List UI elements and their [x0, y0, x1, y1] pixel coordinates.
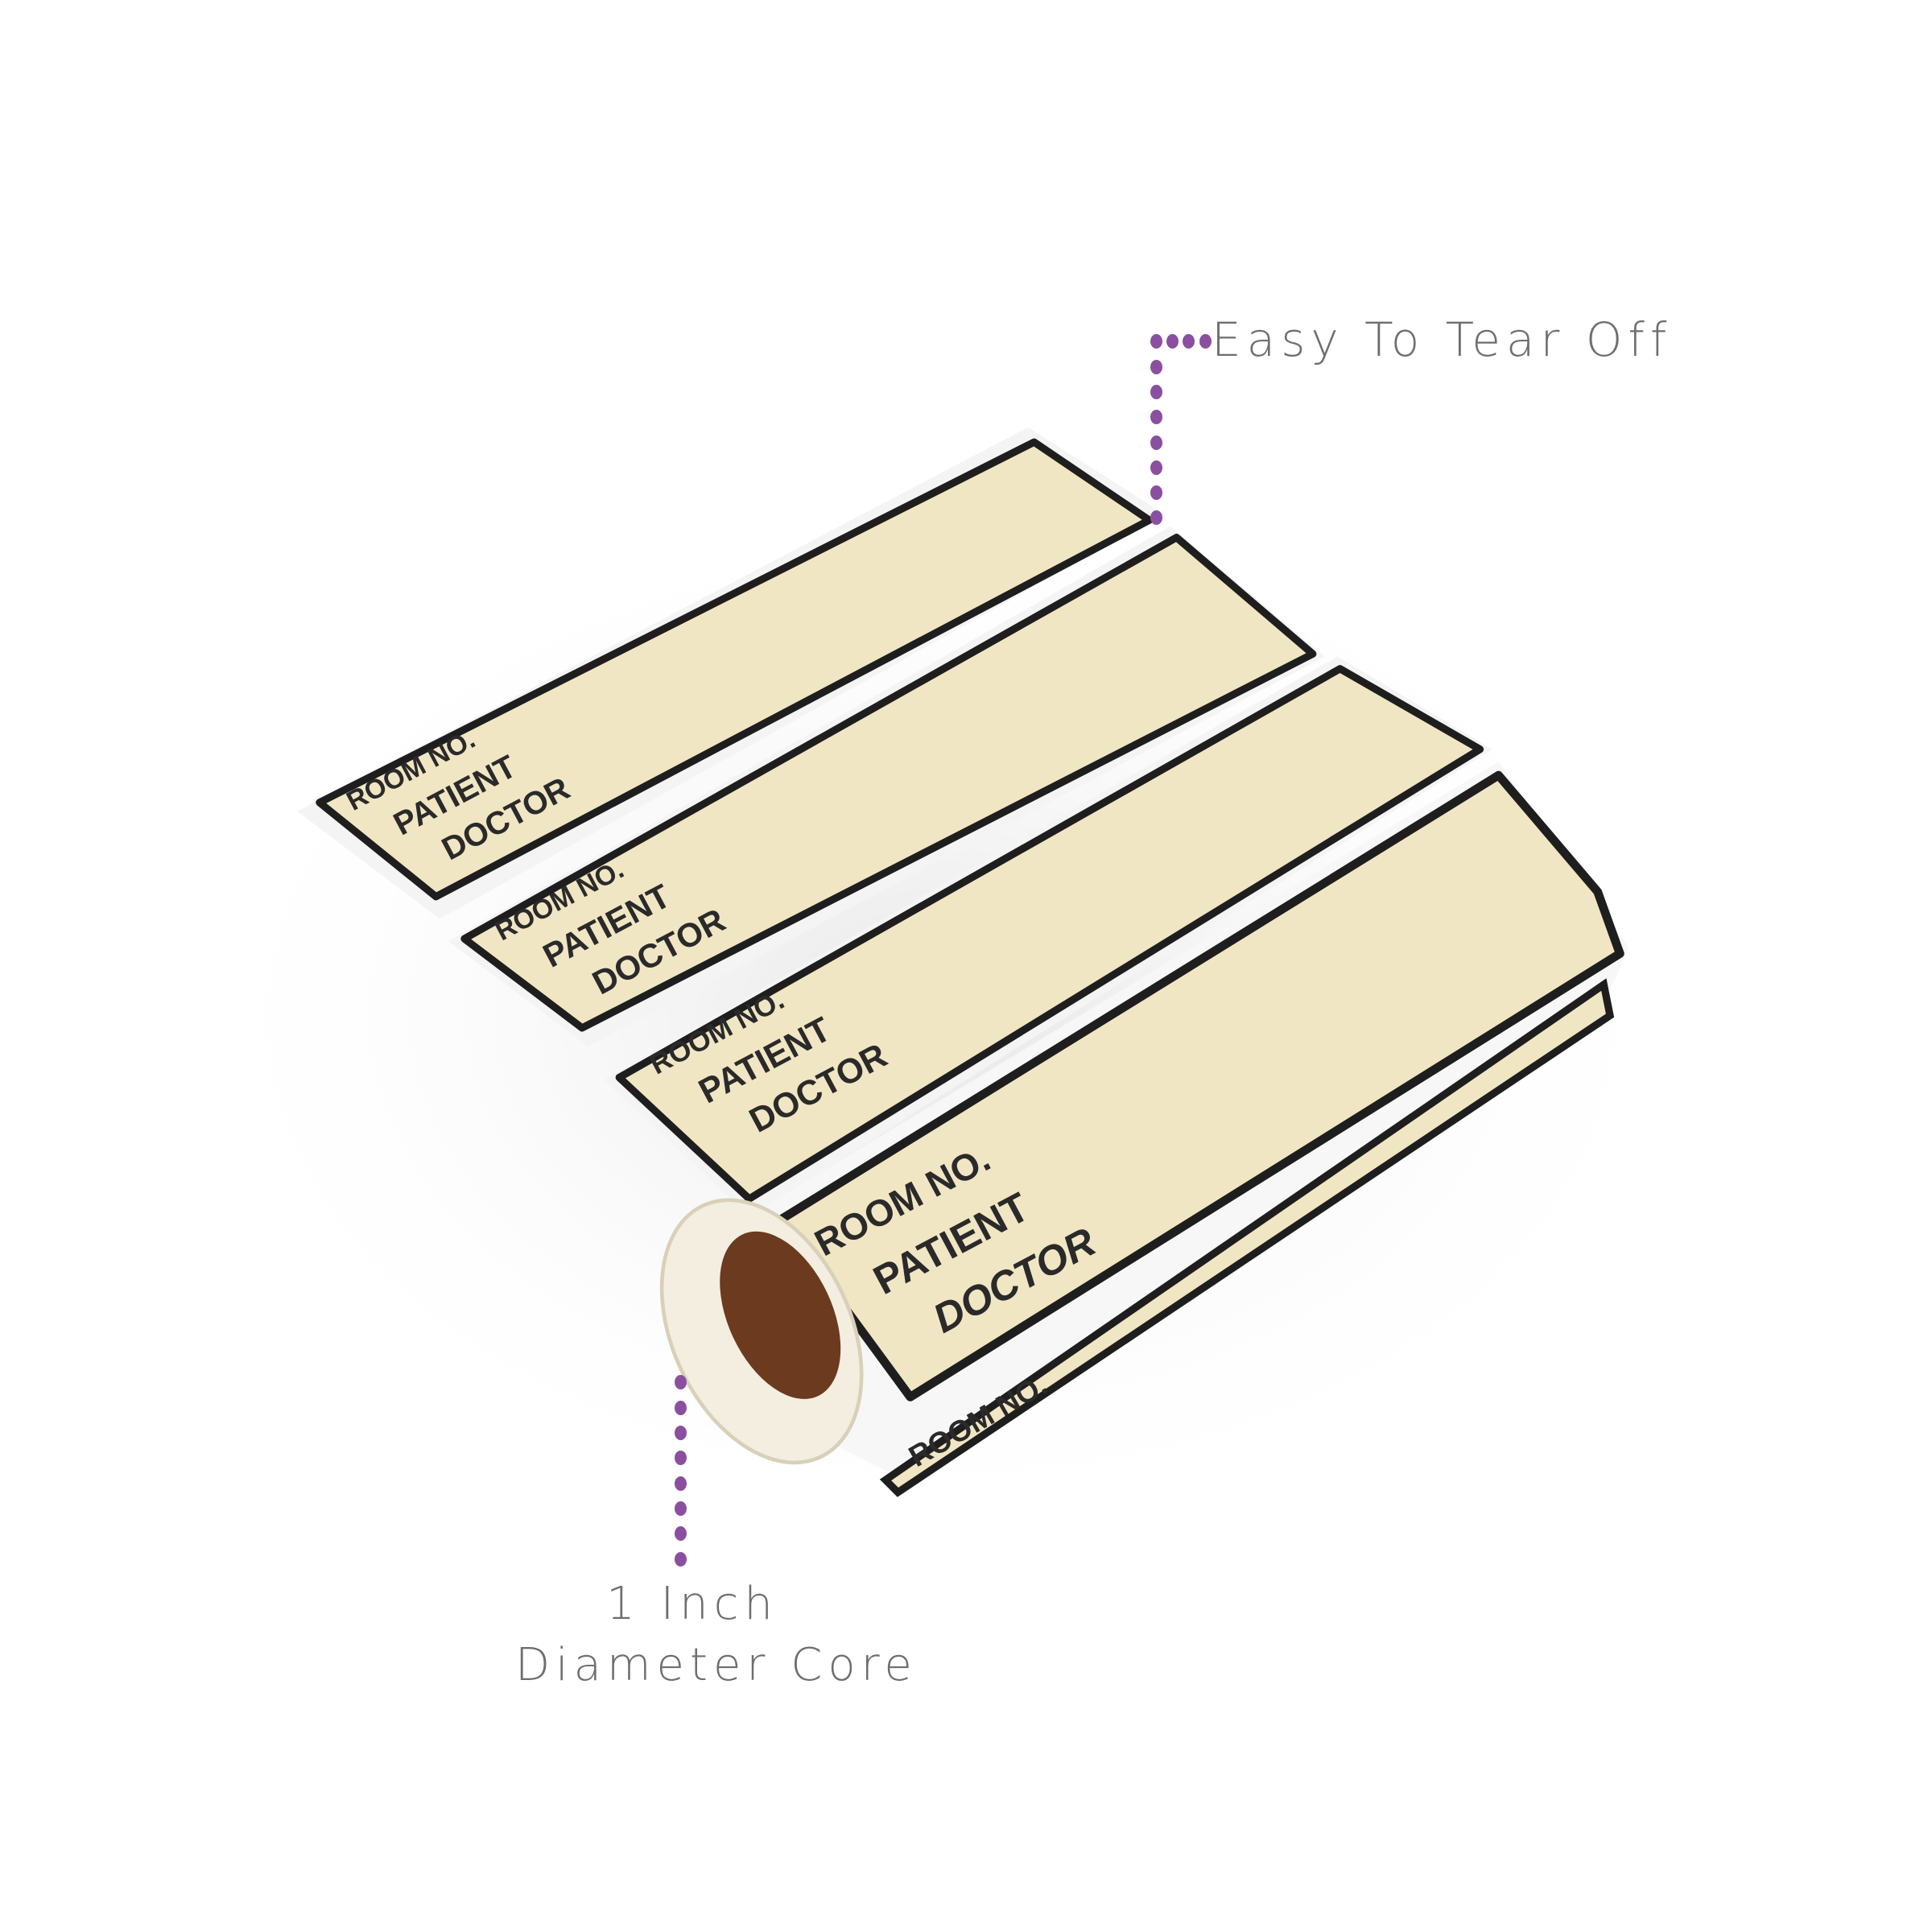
callout-dot [675, 1501, 687, 1516]
callout-dot [675, 1476, 687, 1491]
tear-off-text: Easy To Tear Off [1212, 312, 1673, 367]
callout-dot [675, 1426, 687, 1440]
callout-dot [1150, 510, 1162, 525]
callout-dot [1150, 385, 1162, 399]
callout-dot [1150, 436, 1162, 450]
label-strip-2: ROOM NO. PATIENT DOCTOR [448, 526, 1326, 1046]
callout-dot [1150, 360, 1162, 374]
callout-dot [675, 1375, 687, 1389]
core-text-line2: Diameter Core [515, 1639, 918, 1691]
callout-dot [1150, 460, 1162, 475]
callout-dot [1166, 334, 1179, 349]
callout-dot [675, 1451, 687, 1465]
cardboard-core [720, 1231, 841, 1399]
core-text-line1: 1 Inch [606, 1578, 778, 1630]
callout-dot [1199, 334, 1212, 349]
callout-dot [675, 1552, 687, 1567]
callout-dot [1150, 485, 1162, 500]
callout-dot [1150, 334, 1162, 349]
label-roll: ROOM NO. PATIENT DOCTOR ROOM NO. [659, 762, 1629, 1497]
callout-dot [1150, 410, 1162, 424]
callout-dot [675, 1526, 687, 1541]
callout-dot [1183, 334, 1195, 349]
callout-dot [675, 1401, 687, 1415]
